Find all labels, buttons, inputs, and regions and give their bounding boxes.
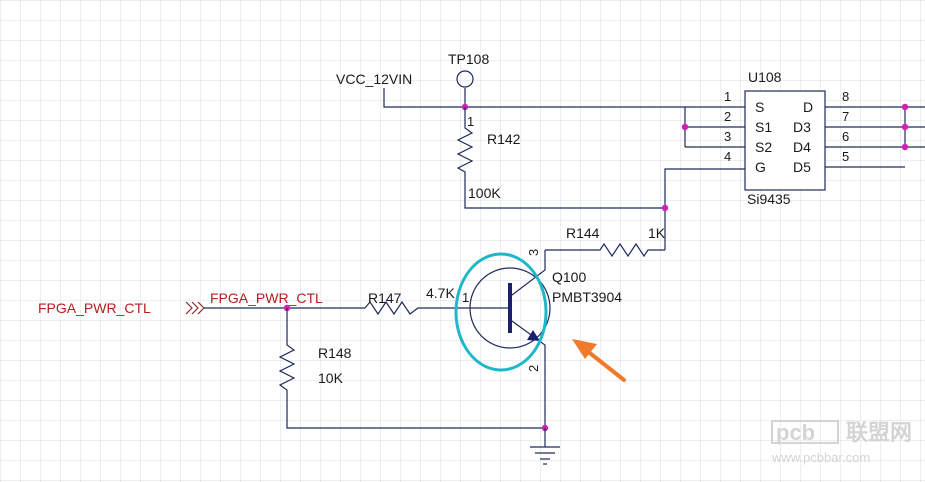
u108-pin-num: 7 xyxy=(842,109,849,124)
u108-pin-name: S xyxy=(755,99,764,115)
u108-part-label: Si9435 xyxy=(747,191,791,207)
highlight-circle xyxy=(454,252,548,372)
watermark-text: 联盟网 xyxy=(846,420,912,445)
r148-ref-label: R148 xyxy=(318,345,352,361)
u108-pin-num: 5 xyxy=(842,149,849,164)
q100-pin-collector: 3 xyxy=(526,249,541,256)
q100-ref-label: Q100 xyxy=(552,269,586,285)
u108-body xyxy=(744,90,826,191)
r142-pin1-label: 1 xyxy=(467,114,474,129)
junction-dot xyxy=(901,143,909,151)
vcc-net: VCC_12VIN xyxy=(336,71,685,108)
r144-ref-label: R144 xyxy=(566,225,600,241)
r147-ref-label: R147 xyxy=(368,290,402,306)
tp108-label: TP108 xyxy=(448,51,489,67)
q100-pin-base: 1 xyxy=(462,290,469,305)
transistor-q100[interactable]: 1 3 2 Q100 PMBT3904 xyxy=(462,249,622,428)
watermark: pcb 联盟网 www.pcbbar.com xyxy=(771,420,912,465)
fpga-wire-label: FPGA_PWR_CTL xyxy=(210,290,323,306)
u108-pin-name: D4 xyxy=(793,139,811,155)
resistor-r147[interactable]: R147 4.7K xyxy=(364,285,470,316)
u108-ref-label: U108 xyxy=(748,69,782,85)
r144-value-label: 1K xyxy=(648,225,666,241)
watermark-url: www.pcbbar.com xyxy=(771,450,870,465)
q100-part-label: PMBT3904 xyxy=(552,289,622,305)
emitter-arrow-icon xyxy=(527,330,540,341)
u108-pin-name: S1 xyxy=(755,119,772,135)
resistor-r142[interactable]: 1 R142 100K xyxy=(456,107,665,209)
u108-pin-name: D3 xyxy=(793,119,811,135)
ground-icon xyxy=(530,428,560,465)
watermark-logo: pcb xyxy=(776,420,815,445)
u108-pin-name: D5 xyxy=(793,159,811,175)
r142-ref-label: R142 xyxy=(487,131,521,147)
u108-pin-name: G xyxy=(755,159,766,175)
ic-u108[interactable]: U108 Si9435 1 2 3 4 S S1 S2 G D D3 D4 D5… xyxy=(684,69,925,207)
q100-pin-emitter: 2 xyxy=(526,365,541,372)
testpoint-tp108[interactable]: TP108 xyxy=(448,51,489,88)
r147-value-label: 4.7K xyxy=(426,285,455,301)
junction-dot xyxy=(901,123,909,131)
r148-value-label: 10K xyxy=(318,370,344,386)
junction-dot xyxy=(681,123,689,131)
r142-value-label: 100K xyxy=(468,185,501,201)
u108-pin-num: 4 xyxy=(724,149,731,164)
u108-pin-num: 6 xyxy=(842,129,849,144)
u108-pin-num: 3 xyxy=(724,129,731,144)
net-port-fpga-pwr-ctl[interactable]: FPGA_PWR_CTL FPGA_PWR_CTL xyxy=(38,290,365,316)
u108-pin-num: 1 xyxy=(724,89,731,104)
junction-dot xyxy=(661,204,669,212)
resistor-r144[interactable]: R144 1K xyxy=(545,225,666,258)
u108-pin-num: 8 xyxy=(842,89,849,104)
junction-dot xyxy=(901,103,909,111)
fpga-port-label: FPGA_PWR_CTL xyxy=(38,300,151,316)
orange-pointer-arrow-icon xyxy=(572,339,626,382)
vcc-net-label: VCC_12VIN xyxy=(336,71,412,87)
resistor-r148[interactable]: R148 10K xyxy=(278,308,545,429)
gate-wire xyxy=(664,168,745,250)
u108-pin-name: D xyxy=(803,99,813,115)
u108-pin-num: 2 xyxy=(724,109,731,124)
u108-pin-name: S2 xyxy=(755,139,772,155)
